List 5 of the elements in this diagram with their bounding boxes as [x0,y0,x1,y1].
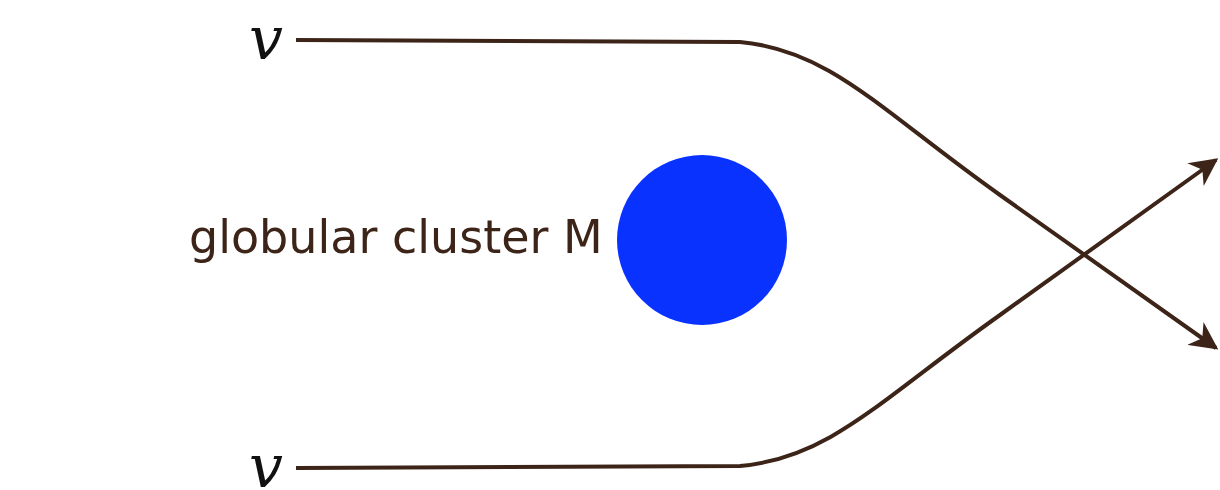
trajectory-arrow [296,158,1219,470]
velocity-label: v [240,8,292,72]
velocity-label: v [240,436,292,490]
cluster-label: globular cluster M [189,210,603,264]
trajectory-arrow [296,38,1219,350]
